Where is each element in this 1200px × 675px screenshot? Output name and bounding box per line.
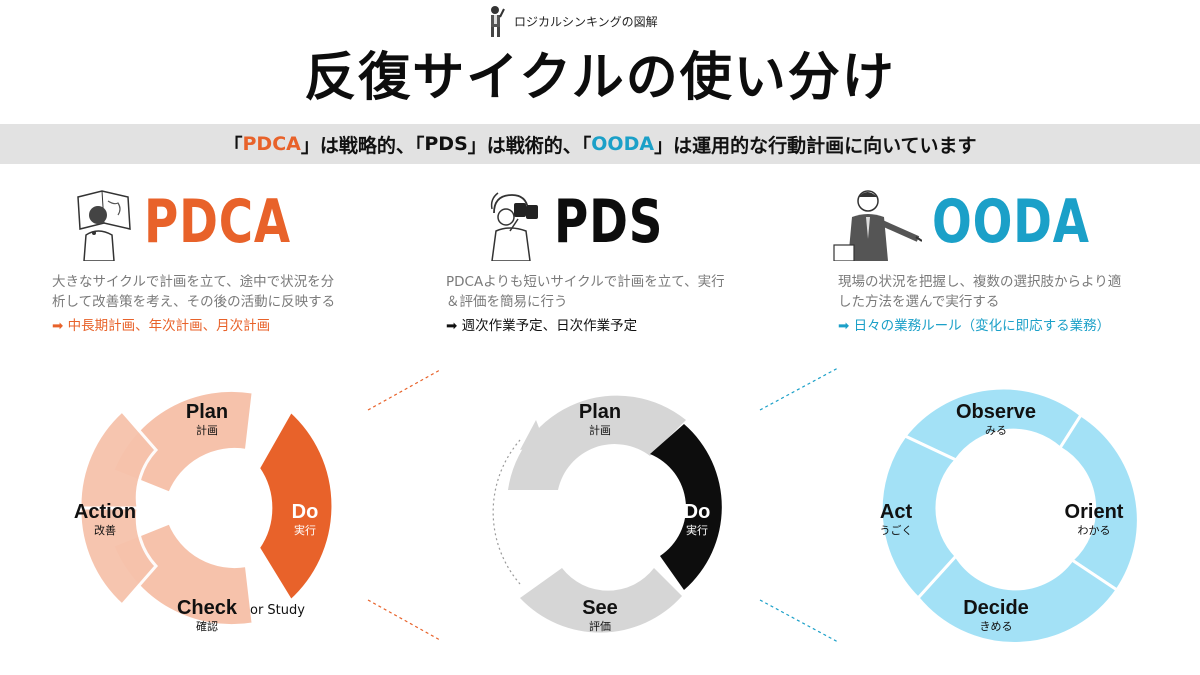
ooda-desc-line: した方法を選んで実行する: [838, 294, 1000, 310]
pds-see-sub: 評価: [589, 619, 611, 633]
ooda-description: 現場の状況を把握し、複数の選択肢からより適 した方法を選んで実行する: [838, 272, 1158, 312]
ooda-act-segment: [879, 434, 959, 601]
pds-plan-label: Plan: [579, 401, 621, 423]
pdca-action-label: Action: [74, 501, 136, 523]
pdca-desc-line: 大きなサイクルで計画を立て、途中で状況を分: [52, 274, 335, 290]
ooda-decide-sub: きめる: [980, 620, 1013, 633]
subtitle-pdca: PDCA: [242, 133, 301, 155]
pdca-header: PDCA: [72, 182, 332, 262]
ooda-desc-line: 現場の状況を把握し、複数の選択肢からより適: [838, 274, 1122, 290]
brand: ロジカルシンキングの図解: [486, 4, 658, 38]
pds-see-label: See: [582, 597, 618, 619]
pds-desc-line: ＆評価を簡易に行う: [446, 294, 568, 310]
pdca-plan-sub: 計画: [196, 423, 218, 437]
ooda-title: OODA: [932, 187, 1090, 257]
pdca-check-sub: 確認: [196, 619, 218, 633]
pds-do-segment: [650, 424, 722, 590]
subtitle-part: 」は戦術的、「: [467, 134, 592, 157]
pdca-action-segment: [78, 408, 159, 510]
pdca-do-sub: 実行: [294, 523, 316, 537]
pds-do-sub: 実行: [686, 523, 708, 537]
pds-arrow-head: [520, 420, 546, 450]
pdca-check-label: Check: [177, 597, 238, 619]
pdca-use-case: ➡ 中長期計画、年次計画、月次計画: [52, 318, 271, 334]
pds-header: PDS: [484, 182, 694, 262]
ooda-observe-sub: みる: [985, 424, 1007, 437]
pdca-do-label: Do: [292, 501, 319, 523]
subtitle-part: 」は運用的な行動計画に向いています: [654, 134, 977, 157]
connector-pdca-pds-bottom: [367, 599, 441, 641]
ooda-act-sub: うごく: [880, 523, 913, 537]
ooda-decide-label: Decide: [963, 597, 1029, 619]
pdca-action-sub: 改善: [94, 523, 116, 537]
connector-pds-ooda-top: [759, 367, 839, 411]
person-map-icon: [77, 190, 131, 261]
ooda-use-case: ➡ 日々の業務ルール（変化に即応する業務）: [838, 318, 1111, 334]
pdca-cycle: Plan 計画 Do 実行 Check 確認 or Study Action 改…: [74, 388, 335, 633]
pds-cycle: Plan 計画 Do 実行 See 評価: [492, 395, 722, 633]
person-binoculars-icon: [490, 192, 538, 261]
ooda-observe-segment: [902, 386, 1083, 462]
pdca-do-segment: [256, 408, 335, 604]
pds-use-case: ➡ 週次作業予定、日次作業予定: [446, 318, 638, 334]
ooda-decide-segment: [916, 553, 1120, 646]
pds-title: PDS: [554, 187, 664, 257]
pdca-desc-line: 析して改善策を考え、その後の活動に反映する: [52, 294, 336, 310]
pds-see-segment: [520, 568, 682, 633]
subtitle-part: 「: [223, 134, 243, 157]
connector-pdca-pds-top: [367, 369, 441, 411]
pds-dotted-return: [492, 439, 521, 585]
pds-plan-segment: [508, 395, 686, 490]
pds-do-label: Do: [684, 501, 711, 523]
ooda-orient-sub: わかる: [1078, 524, 1111, 537]
businessman-flag-icon: [491, 6, 505, 37]
subtitle-part: 」は戦略的、「: [300, 134, 425, 157]
subtitle-bar: 「PDCA」は戦略的、「PDS」は戦術的、「OODA」は運用的な行動計画に向いて…: [0, 124, 1200, 164]
ooda-act-label: Act: [880, 501, 913, 523]
subtitle-pds: PDS: [424, 133, 468, 155]
brand-text: ロジカルシンキングの図解: [514, 14, 658, 29]
pds-plan-sub: 計画: [589, 423, 611, 437]
page-title: 反復サイクルの使い分け: [304, 48, 896, 108]
ooda-header: OODA: [830, 182, 1134, 262]
person-pointing-icon: [833, 190, 922, 261]
pdca-action-segment-lower: [78, 506, 159, 608]
pdca-plan-segment: [110, 388, 255, 496]
pdca-description: 大きなサイクルで計画を立て、途中で状況を分 析して改善策を考え、その後の活動に反…: [52, 272, 372, 312]
cycle-diagrams: Plan 計画 Do 実行 Check 確認 or Study Action 改…: [74, 367, 1140, 646]
pdca-check-extra: or Study: [250, 603, 305, 618]
pds-desc-line: PDCAよりも短いサイクルで計画を立て、実行: [446, 274, 725, 290]
connector-pds-ooda-bottom: [759, 599, 839, 643]
ooda-orient-label: Orient: [1065, 501, 1124, 523]
ooda-observe-label: Observe: [956, 401, 1036, 423]
pds-description: PDCAよりも短いサイクルで計画を立て、実行 ＆評価を簡易に行う: [446, 272, 766, 312]
pdca-title: PDCA: [144, 187, 291, 257]
ooda-cycle: Observe みる Orient わかる Decide きめる Act うごく: [879, 386, 1140, 646]
subtitle-ooda: OODA: [591, 133, 655, 155]
pdca-plan-label: Plan: [186, 401, 228, 423]
